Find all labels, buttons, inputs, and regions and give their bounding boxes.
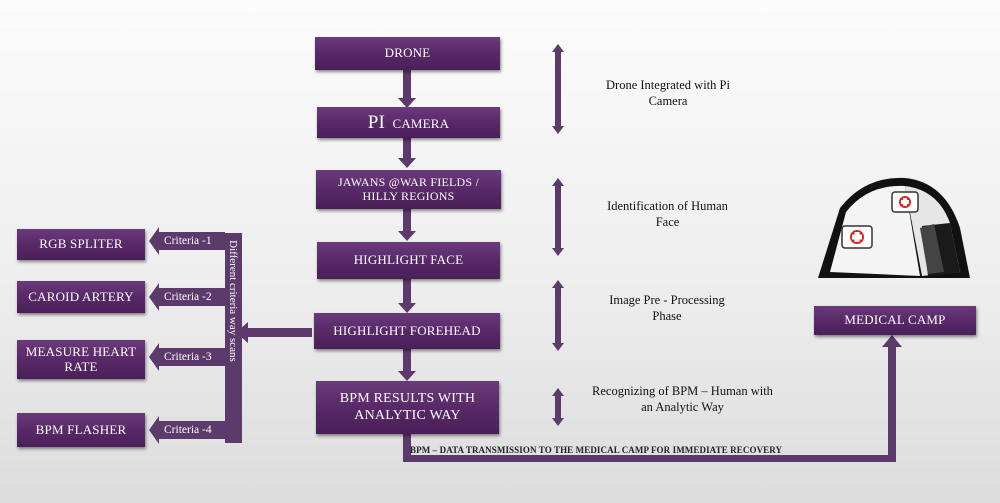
drone-box: DRONE [315,37,500,70]
bpm-flasher-box: BPM FLASHER [17,413,145,447]
pi-label: PI [367,111,385,133]
highlight-forehead-label: HIGHLIGHT FOREHEAD [333,322,481,338]
jawans-box: JAWANS @WAR FIELDS / HILLY REGIONS [316,170,501,209]
phase-arrow-1 [552,44,564,134]
medical-tent-icon [818,177,970,278]
criteria-vertical-bar [225,233,242,443]
criteria-arrows [149,227,225,444]
criteria-arrow-1 [149,227,225,255]
note-recognizing: Recognizing of BPM – Human with an Analy… [592,384,773,415]
phase-arrow-2 [552,178,564,256]
arrow-jawans-to-face [398,209,416,241]
measure-heart-rate-box: MEASURE HEART RATE [17,340,145,379]
bpm-results-label: BPM RESULTS WITH ANALYTIC WAY [339,391,476,423]
drone-label: DRONE [384,45,431,61]
criteria-label-1: Criteria -1 [164,235,212,247]
jawans-label: JAWANS @WAR FIELDS / HILLY REGIONS [337,174,480,203]
pi-camera-label: PI CAMERA [368,112,450,134]
arrow-forehead-to-criteria [236,322,312,343]
measure-heart-rate-label: MEASURE HEART RATE [25,343,137,374]
caroid-artery-box: CAROID ARTERY [17,281,145,313]
criteria-label-2: Criteria -2 [164,291,212,303]
arrow-face-to-forehead [398,279,416,313]
phase-arrow-3 [552,280,564,351]
note-preprocessing: Image Pre - Processing Phase [609,293,725,324]
medical-camp-label: MEDICAL CAMP [844,312,946,328]
arrow-drone-to-pi [398,70,416,108]
rgb-spliter-box: RGB SPLITER [17,229,145,260]
highlight-face-box: HIGHLIGHT FACE [317,242,500,279]
bpm-results-box: BPM RESULTS WITH ANALYTIC WAY [316,381,499,434]
arrow-forehead-to-bpm [398,349,416,381]
phase-arrow-4 [552,388,564,426]
transmission-arrow [403,335,902,462]
note-identification: Identification of Human Face [607,199,728,230]
criteria-label-4: Criteria -4 [164,424,212,436]
phase-double-arrows [552,44,564,426]
criteria-vertical-label: Different criteria way scans [227,240,239,362]
medical-kit-icon [891,191,919,213]
medical-camp-box: MEDICAL CAMP [814,306,976,335]
criteria-arrow-4 [149,416,225,444]
criteria-label-3: Criteria -3 [164,351,212,363]
rgb-spliter-label: RGB SPLITER [39,236,123,252]
caroid-artery-label: CAROID ARTERY [28,288,134,304]
transmission-label: BPM – DATA TRANSMISSION TO THE MEDICAL C… [410,445,783,455]
note-drone-pi: Drone Integrated with Pi Camera [606,78,730,109]
flow-down-arrows [398,70,416,381]
camera-label: CAMERA [392,115,450,131]
pi-camera-box: PI CAMERA [317,107,500,138]
criteria-arrow-3 [149,343,225,371]
criteria-arrow-2 [149,283,225,311]
bpm-flasher-label: BPM FLASHER [35,421,127,437]
arrow-pi-to-jawans [398,136,416,168]
medical-kit-icon [841,225,873,249]
highlight-forehead-box: HIGHLIGHT FOREHEAD [314,313,500,349]
highlight-face-label: HIGHLIGHT FACE [353,252,464,268]
